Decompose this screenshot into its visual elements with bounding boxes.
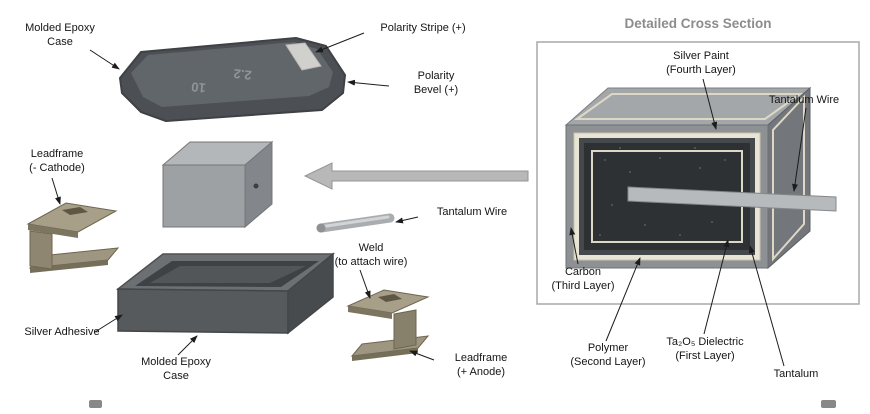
label-line: (- Cathode) bbox=[29, 161, 85, 174]
label-leadframe-anode: Leadframe (+ Anode) bbox=[428, 352, 534, 380]
label-weld: Weld (to attach wire) bbox=[312, 242, 430, 270]
cross-section-wire bbox=[627, 186, 837, 212]
label-line: Leadframe bbox=[454, 352, 508, 364]
arrow-leadframe-cathode bbox=[51, 177, 61, 205]
label-line: Leadframe bbox=[30, 148, 84, 160]
arrow-tantalum-bottom bbox=[749, 245, 785, 367]
label-line: Tantalum Wire bbox=[768, 94, 840, 106]
tantalum-wire-shape bbox=[316, 213, 395, 233]
arrow-leadframe-anode bbox=[409, 350, 435, 361]
label-leadframe-cathode: Leadframe (- Cathode) bbox=[14, 148, 100, 176]
arrow-carbon bbox=[569, 227, 579, 265]
arrow-polarity-stripe bbox=[315, 32, 365, 53]
label-line: Polymer bbox=[587, 342, 629, 354]
label-line: (Third Layer) bbox=[551, 279, 615, 292]
cross-section-block bbox=[564, 86, 837, 270]
molded-epoxy-case-bottom-shape bbox=[115, 252, 336, 335]
leadframe-anode-shape bbox=[346, 289, 430, 361]
label-line: Silver Paint bbox=[673, 50, 729, 62]
polarity-stripe-shape bbox=[285, 42, 322, 71]
label-carbon: Carbon (Third Layer) bbox=[538, 266, 628, 294]
label-polarity-stripe: Polarity Stripe (+) bbox=[362, 22, 484, 36]
label-line: (Second Layer) bbox=[570, 355, 646, 368]
label-polarity-bevel: Polarity Bevel (+) bbox=[390, 70, 482, 98]
label-polymer: Polymer (Second Layer) bbox=[560, 342, 656, 370]
label-line: (to attach wire) bbox=[334, 255, 408, 268]
arrow-molded-bottom bbox=[177, 335, 198, 356]
label-line: Carbon bbox=[564, 266, 602, 278]
corner-artifacts bbox=[89, 400, 836, 408]
label-line: Weld bbox=[358, 242, 384, 254]
leadframe-slot bbox=[62, 207, 88, 215]
label-line: Polarity Stripe (+) bbox=[380, 22, 466, 34]
arrow-silver-adhesive bbox=[94, 314, 123, 333]
leadframe-cathode-shape bbox=[26, 202, 120, 273]
label-ta2o5-dielectric: Ta₂O₅ Dielectric (First Layer) bbox=[650, 336, 760, 364]
leadframe-slot bbox=[378, 294, 402, 302]
arrow-polarity-bevel bbox=[347, 79, 390, 87]
label-molded-epoxy-case-bottom: Molded Epoxy Case bbox=[122, 356, 230, 384]
label-tantalum-wire: Tantalum Wire bbox=[420, 206, 524, 220]
label-silver-paint: Silver Paint (Fourth Layer) bbox=[642, 50, 760, 78]
molded-epoxy-case-top-shape: 2.2 10 bbox=[119, 37, 346, 122]
label-arrows bbox=[51, 32, 807, 367]
explode-arrow bbox=[303, 162, 529, 190]
label-line: Tantalum bbox=[773, 368, 819, 380]
label-line: (Fourth Layer) bbox=[666, 63, 736, 76]
arrow-silver-paint bbox=[702, 78, 718, 130]
label-line: Molded Epoxy bbox=[141, 356, 211, 368]
cross-section-title: Detailed Cross Section bbox=[624, 16, 772, 31]
cross-section-panel-border bbox=[536, 41, 860, 305]
label-line: (+ Anode) bbox=[456, 365, 505, 378]
arrow-polymer bbox=[605, 257, 641, 342]
label-line: Case bbox=[47, 35, 73, 48]
label-line: Polarity bbox=[417, 70, 455, 82]
label-tantalum-wire-panel: Tantalum Wire bbox=[748, 94, 860, 108]
anode-slug-shape bbox=[161, 140, 274, 229]
case-marking-2: 10 bbox=[191, 79, 207, 95]
case-marking-1: 2.2 bbox=[233, 66, 253, 83]
arrow-tantalum-wire bbox=[395, 216, 419, 224]
label-line: Bevel (+) bbox=[413, 83, 459, 96]
arrow-molded-top bbox=[89, 49, 120, 70]
label-line: Case bbox=[163, 369, 189, 382]
label-molded-epoxy-case-top: Molded Epoxy Case bbox=[12, 22, 108, 50]
arrow-tantalum-wire-panel bbox=[792, 107, 807, 192]
arrow-weld bbox=[359, 269, 371, 299]
label-line: Ta₂O₅ Dielectric bbox=[666, 336, 744, 348]
label-line: Tantalum Wire bbox=[436, 206, 508, 218]
label-line: Silver Adhesive bbox=[24, 326, 100, 338]
label-line: (First Layer) bbox=[675, 349, 735, 362]
label-silver-adhesive: Silver Adhesive bbox=[8, 326, 116, 340]
label-line: Molded Epoxy bbox=[25, 22, 95, 34]
wire-stub-dot bbox=[253, 183, 259, 189]
arrow-ta2o5 bbox=[703, 239, 730, 335]
label-tantalum: Tantalum bbox=[752, 368, 840, 382]
